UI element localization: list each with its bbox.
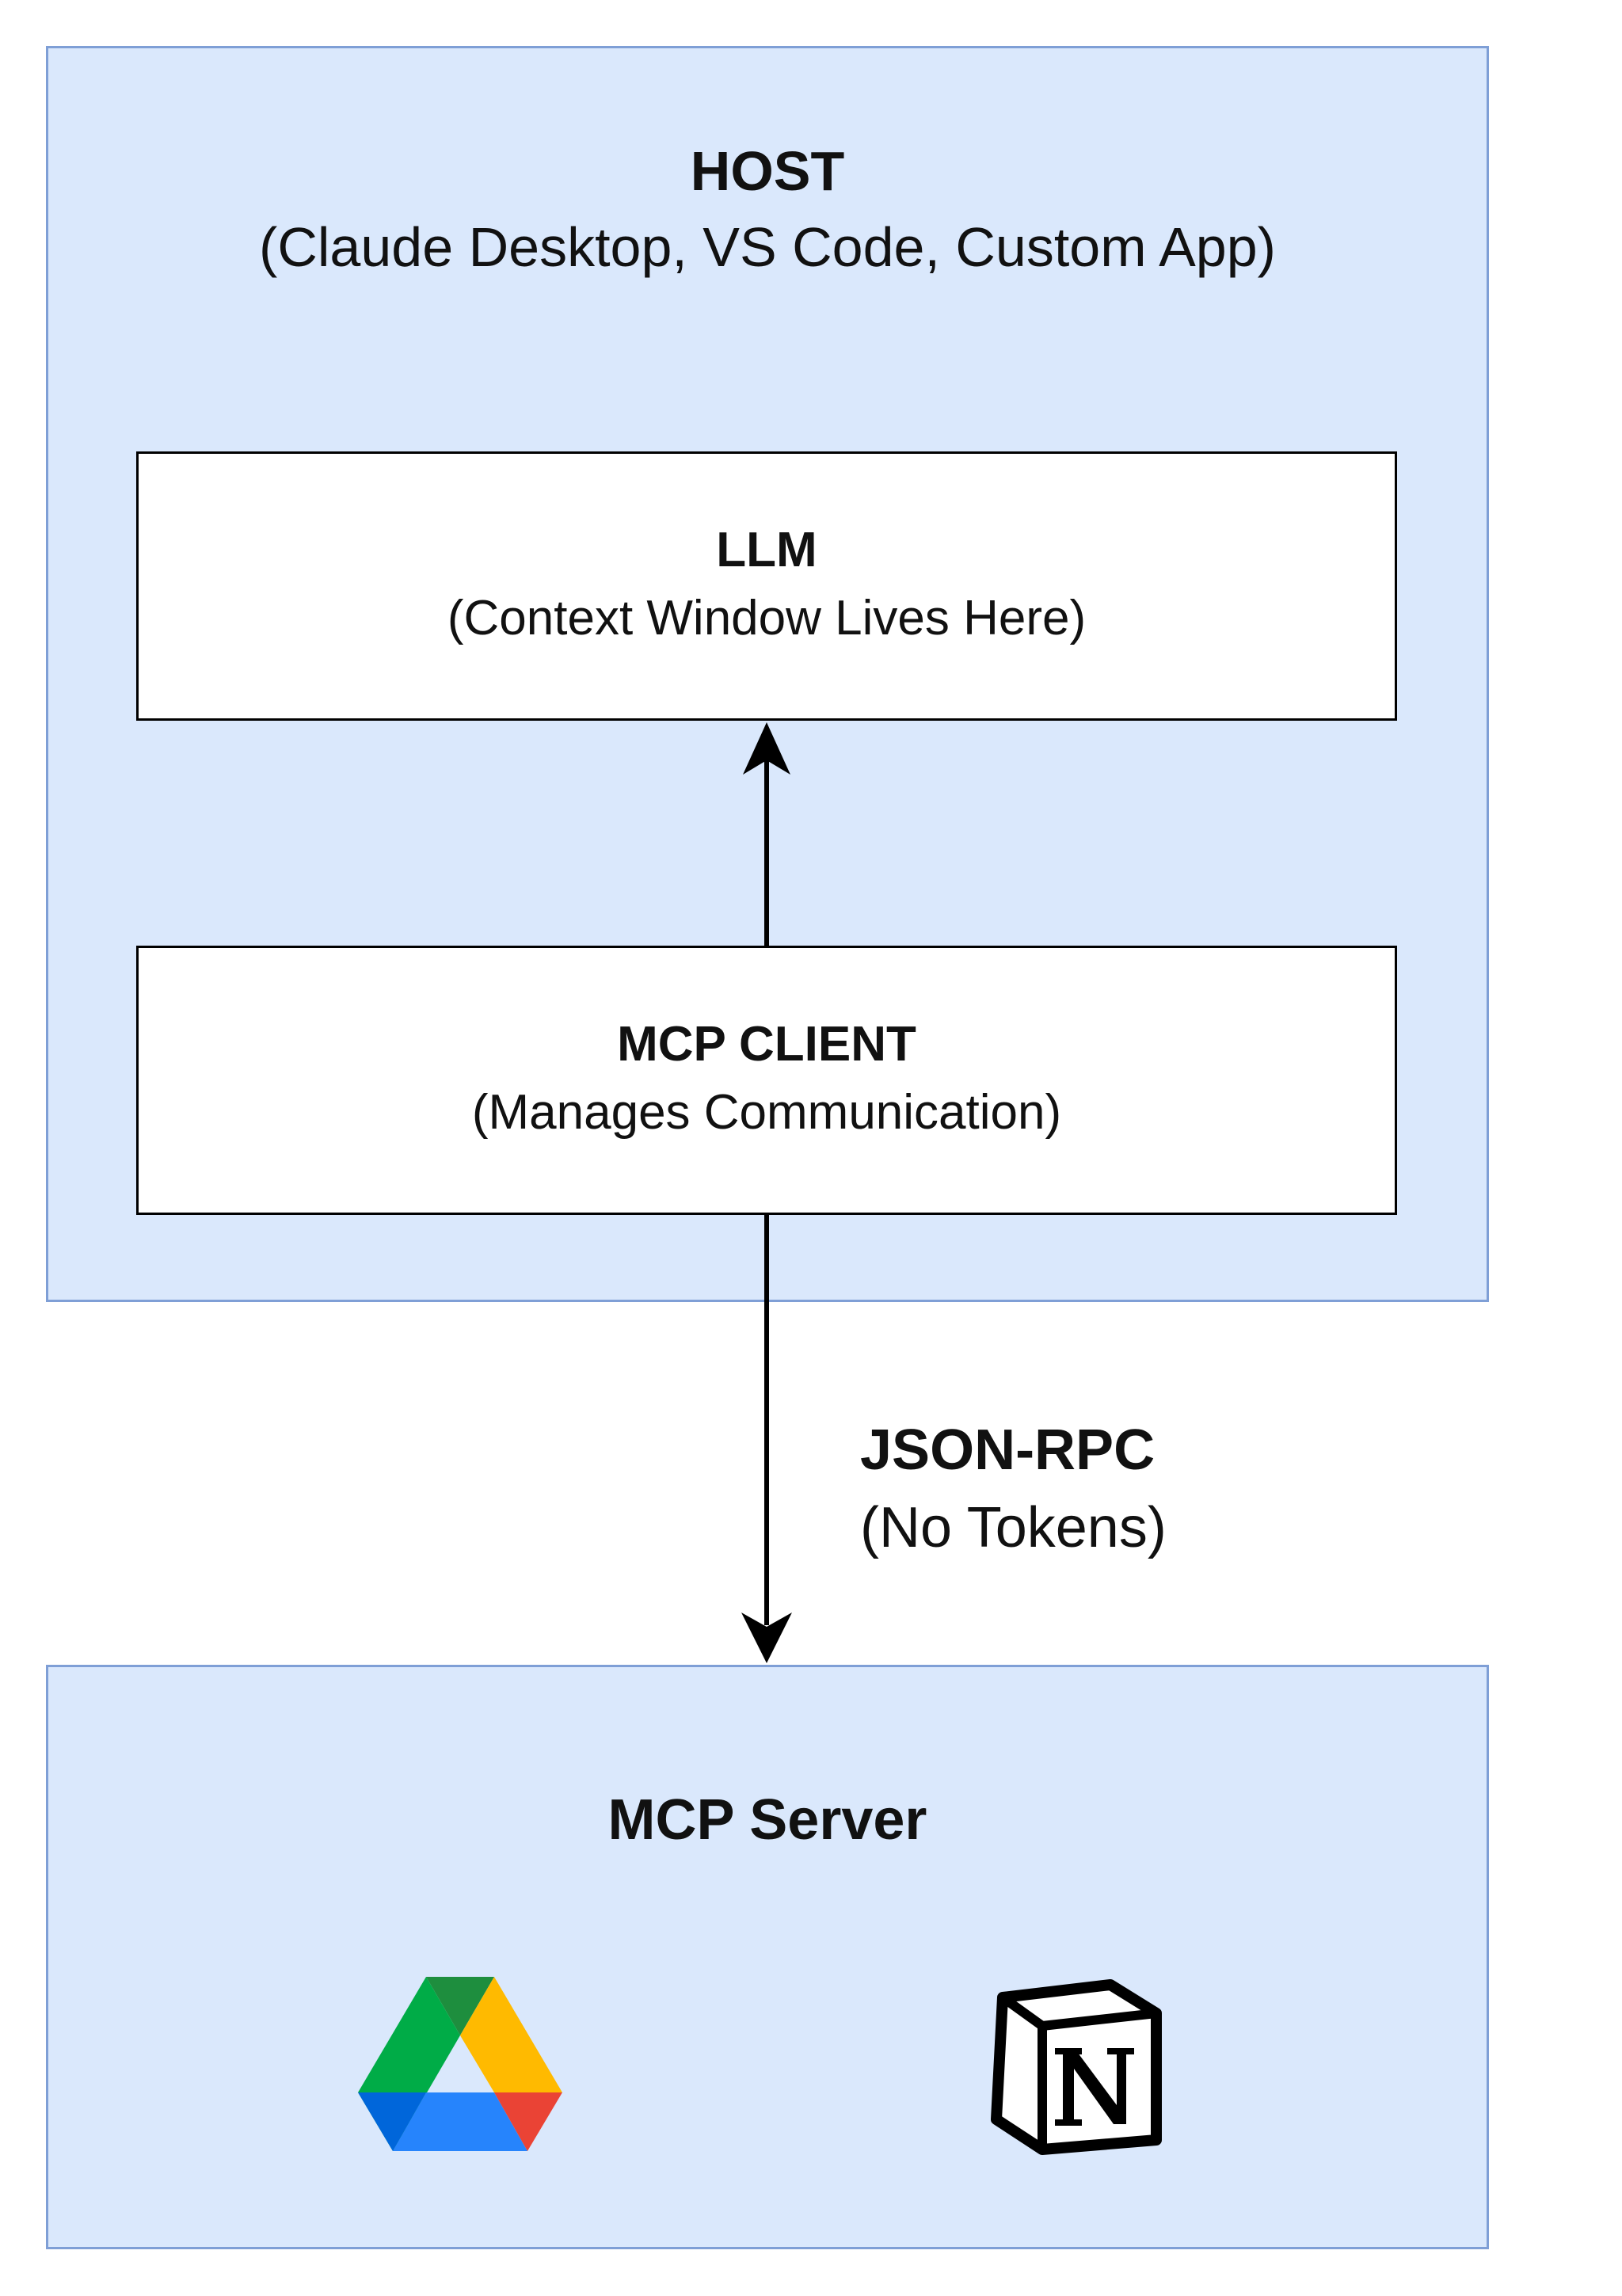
mcp-client-label: MCP CLIENT (Manages Communication) [136,1011,1397,1147]
llm-subtitle: (Context Window Lives Here) [447,591,1087,645]
mcp-client-title: MCP CLIENT [617,1017,916,1072]
llm-label: LLM (Context Window Lives Here) [136,516,1397,653]
llm-title: LLM [716,523,817,577]
host-subtitle: (Claude Desktop, VS Code, Custom App) [259,216,1276,278]
mcp-server-title: MCP Server [607,1788,927,1852]
mcp-server-container [46,1665,1489,2249]
json-rpc-label: JSON-RPC (No Tokens) [860,1411,1167,1567]
google-drive-icon [358,1977,562,2151]
mcp-client-subtitle: (Manages Communication) [471,1085,1062,1140]
host-title: HOST [690,140,845,202]
json-rpc-title: JSON-RPC [860,1418,1156,1482]
server-arrowhead [741,1613,792,1663]
mcp-client-box [136,946,1397,1215]
llm-box [136,451,1397,721]
json-rpc-subtitle: (No Tokens) [860,1496,1167,1559]
notion-icon [991,1979,1162,2155]
host-label: HOST (Claude Desktop, VS Code, Custom Ap… [46,133,1489,285]
mcp-server-label: MCP Server [46,1782,1489,1858]
